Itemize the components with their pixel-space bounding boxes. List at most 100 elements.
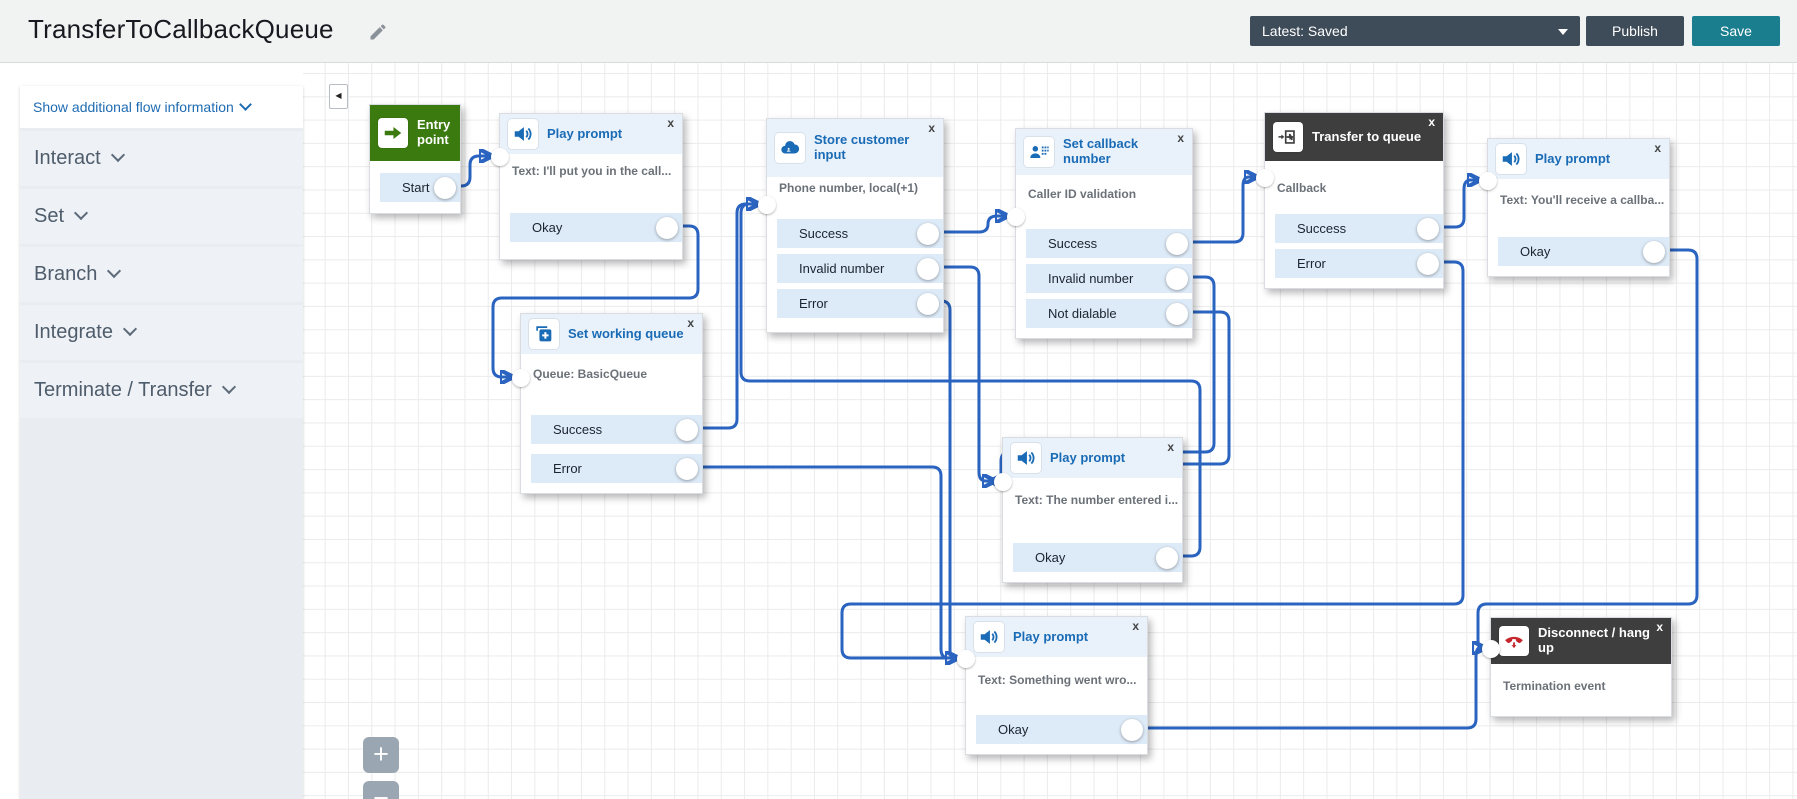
zoom-in-button[interactable]: + [363, 737, 399, 773]
input-port[interactable] [1479, 172, 1497, 190]
block-header[interactable]: Disconnect / hang up [1491, 618, 1671, 664]
output-port[interactable] [1643, 240, 1665, 263]
output-row-label: Okay [1035, 550, 1066, 565]
output-port[interactable] [917, 257, 939, 280]
block-output-row-success[interactable]: Success [1275, 214, 1443, 243]
close-icon[interactable]: x [928, 121, 935, 135]
sidebar-section-integrate[interactable]: Integrate [20, 305, 303, 360]
output-port[interactable] [917, 292, 939, 315]
output-row-label: Success [799, 226, 849, 241]
block-output-row-success[interactable]: Success [531, 415, 702, 444]
output-port[interactable] [676, 457, 698, 480]
block-output-row-okay[interactable]: Okay [1013, 543, 1182, 572]
queue-plus-icon [529, 319, 559, 349]
block-title: Store customer input [814, 132, 910, 162]
top-bar: TransferToCallbackQueue Latest: Saved Pu… [0, 0, 1797, 63]
block-output-row-invalid-number[interactable]: Invalid number [1026, 264, 1192, 293]
input-port[interactable] [758, 196, 776, 214]
close-icon[interactable]: x [1428, 115, 1435, 129]
sidebar-collapse-button[interactable]: ◀ [329, 84, 348, 109]
block-title: Play prompt [1013, 628, 1089, 644]
input-port[interactable] [512, 369, 530, 387]
block-output-row-okay[interactable]: Okay [1498, 237, 1669, 266]
output-row-label: Success [553, 422, 603, 437]
close-icon[interactable]: x [1654, 141, 1661, 155]
input-port[interactable] [957, 650, 975, 668]
sidebar-section-interact[interactable]: Interact [20, 131, 303, 186]
output-port[interactable] [434, 176, 456, 199]
block-output-row-error[interactable]: Error [777, 289, 943, 318]
sidebar-section-terminate-transfer[interactable]: Terminate / Transfer [20, 363, 303, 418]
input-port[interactable] [491, 148, 509, 166]
sidebar-section-set[interactable]: Set [20, 189, 303, 244]
chevron-down-icon [221, 379, 236, 395]
block-output-row-success[interactable]: Success [1026, 229, 1192, 258]
input-port[interactable] [994, 473, 1012, 491]
output-port[interactable] [1166, 267, 1188, 290]
block-output-row-success[interactable]: Success [777, 219, 943, 248]
block-header[interactable]: Play prompt [500, 114, 682, 154]
version-dropdown[interactable]: Latest: Saved [1250, 16, 1580, 46]
close-icon[interactable]: x [1132, 619, 1139, 633]
block-description: Text: The number entered i... [1015, 493, 1179, 507]
output-port[interactable] [1417, 217, 1439, 240]
block-header[interactable]: Set callback number [1016, 129, 1192, 175]
block-header[interactable]: Play prompt [1488, 139, 1669, 179]
output-port[interactable] [1417, 252, 1439, 275]
output-port[interactable] [656, 216, 678, 239]
close-icon[interactable]: x [667, 116, 674, 130]
entry-arrow-icon [378, 118, 408, 148]
block-header[interactable]: Set working queue [521, 314, 702, 354]
sidebar-section-label: Terminate / Transfer [34, 379, 212, 401]
cloud-icon [775, 133, 805, 163]
block-header[interactable]: Entry point [370, 105, 460, 161]
input-port[interactable] [1256, 169, 1274, 187]
block-description: Text: Something went wro... [978, 673, 1137, 687]
block-output-row-okay[interactable]: Okay [510, 213, 682, 242]
block-output-row-error[interactable]: Error [531, 454, 702, 483]
publish-button[interactable]: Publish [1586, 16, 1684, 46]
save-button[interactable]: Save [1692, 16, 1780, 46]
block-output-row-start[interactable]: Start [380, 173, 460, 202]
block-header[interactable]: Play prompt [966, 617, 1147, 657]
block-header[interactable]: Store customer input [767, 119, 943, 177]
close-icon[interactable]: x [1167, 440, 1174, 454]
close-icon[interactable]: x [1656, 620, 1663, 634]
output-port[interactable] [676, 418, 698, 441]
output-port[interactable] [1166, 302, 1188, 325]
zoom-out-button[interactable]: − [363, 781, 399, 799]
block-header[interactable]: Transfer to queue [1265, 113, 1443, 161]
block-header[interactable]: Play prompt [1003, 438, 1182, 478]
chevron-down-icon [107, 263, 122, 279]
block-output-row-invalid-number[interactable]: Invalid number [777, 254, 943, 283]
block-output-row-okay[interactable]: Okay [976, 715, 1147, 744]
output-port[interactable] [1166, 232, 1188, 255]
output-row-label: Success [1048, 236, 1098, 251]
sidebar-section-branch[interactable]: Branch [20, 247, 303, 302]
transfer-queue-icon [1273, 122, 1303, 152]
output-port[interactable] [917, 222, 939, 245]
block-output-row-error[interactable]: Error [1275, 249, 1443, 278]
show-additional-flow-info-link[interactable]: Show additional flow information [20, 86, 303, 128]
close-icon[interactable]: x [687, 316, 694, 330]
output-row-label: Error [799, 296, 828, 311]
input-port[interactable] [1482, 640, 1500, 658]
output-port[interactable] [1156, 546, 1178, 569]
block-output-row-not-dialable[interactable]: Not dialable [1026, 299, 1192, 328]
close-icon[interactable]: x [1177, 131, 1184, 145]
output-port[interactable] [1121, 718, 1143, 741]
speaker-icon [508, 119, 538, 149]
input-port[interactable] [1007, 208, 1025, 226]
edit-title-pencil-icon[interactable] [368, 22, 388, 42]
